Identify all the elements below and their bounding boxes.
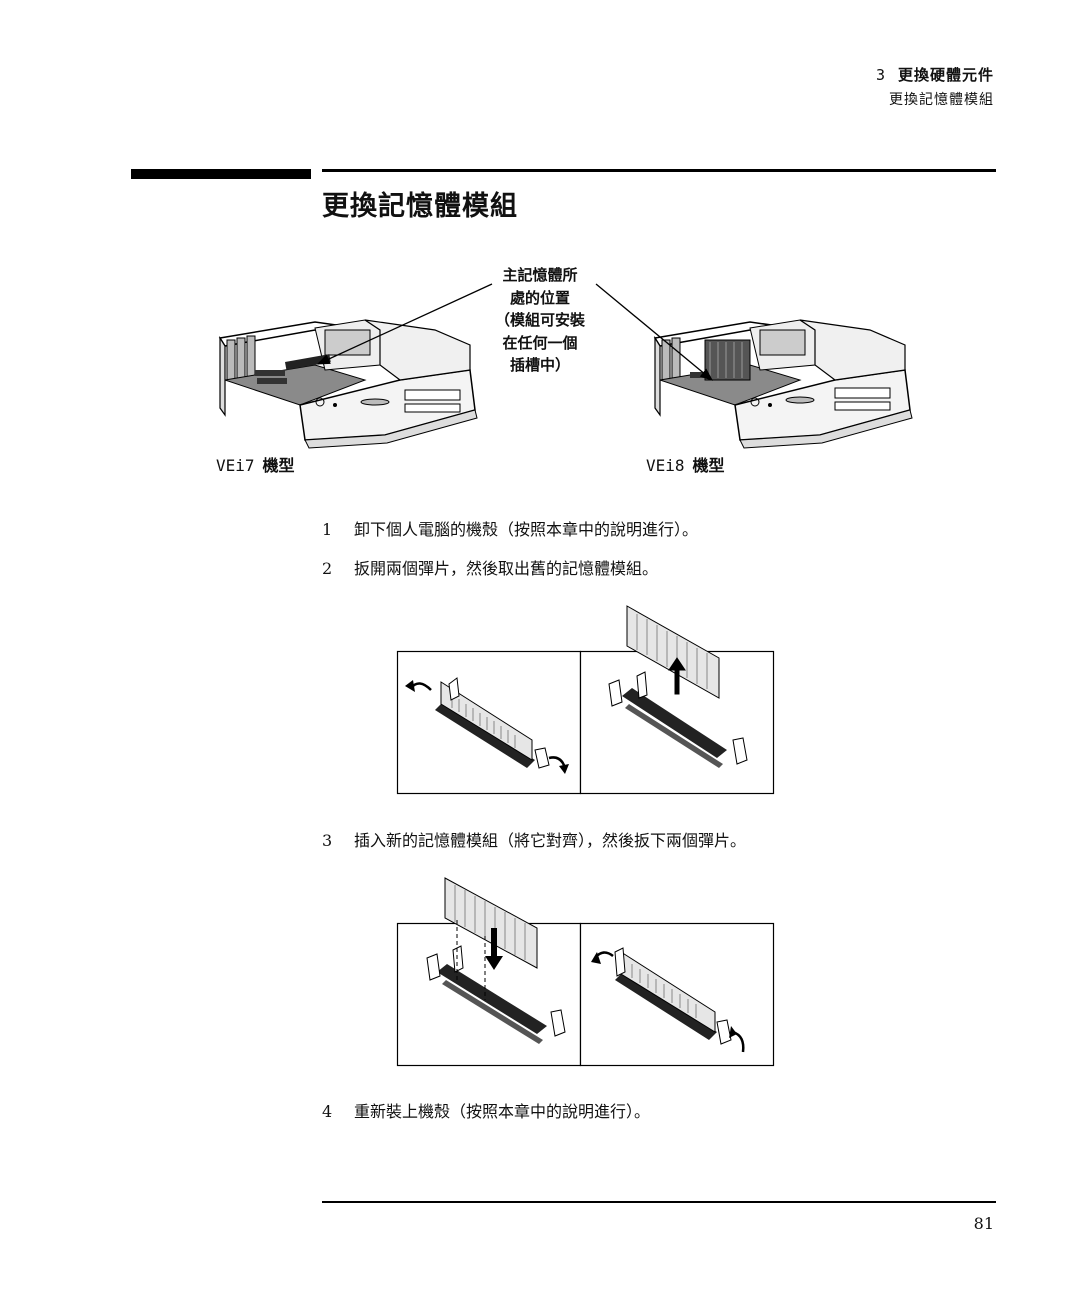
insert-module-illustration <box>396 877 775 1067</box>
step-text: 卸下個人電腦的機殼（按照本章中的說明進行）。 <box>354 520 699 539</box>
running-header-chapter: 3 更換硬體元件 <box>876 64 994 85</box>
page-title: 更換記憶體模組 <box>322 191 518 222</box>
callout-line: 在任何一個 <box>502 333 578 352</box>
step-number: 2 <box>322 559 333 578</box>
step-text: 重新裝上機殼（按照本章中的說明進行）。 <box>354 1102 651 1121</box>
title-rule-left <box>131 169 311 179</box>
chapter-title: 更換硬體元件 <box>897 66 994 84</box>
step-number: 4 <box>322 1102 333 1121</box>
step-text: 插入新的記憶體模組（將它對齊），然後扳下兩個彈片。 <box>354 831 747 850</box>
memory-location-callout: 主記憶體所 處的位置 （模組可安裝 在任何一個 插槽中） <box>470 264 610 377</box>
running-header-section: 更換記憶體模組 <box>889 92 994 108</box>
vei7-model-label: VEi7 機型 <box>216 452 295 476</box>
page-number: 81 <box>973 1214 994 1233</box>
vei7-model-code: VEi7 <box>216 456 255 475</box>
vei8-model-suffix: 機型 <box>692 456 725 475</box>
title-rule-top <box>322 169 996 172</box>
vei8-model-code: VEi8 <box>646 456 685 475</box>
callout-line: 主記憶體所 <box>502 266 578 284</box>
callout-line: 處的位置 <box>509 288 570 307</box>
vei7-model-suffix: 機型 <box>262 456 295 475</box>
remove-module-illustration <box>396 605 775 795</box>
step-number: 1 <box>322 520 333 539</box>
step-2: 2 扳開兩個彈片，然後取出舊的記憶體模組。 <box>322 555 658 579</box>
footer-rule <box>322 1201 996 1203</box>
step-text: 扳開兩個彈片，然後取出舊的記憶體模組。 <box>354 559 659 578</box>
callout-leader-lines <box>316 283 714 381</box>
callout-line: （模組可安裝 <box>494 311 585 329</box>
chapter-number: 3 <box>875 66 886 84</box>
step-1: 1 卸下個人電腦的機殼（按照本章中的說明進行）。 <box>322 516 698 540</box>
callout-line: 插槽中） <box>509 356 570 374</box>
step-number: 3 <box>322 831 333 850</box>
step-3: 3 插入新的記憶體模組（將它對齊），然後扳下兩個彈片。 <box>322 827 746 851</box>
vei8-computer-illustration <box>653 319 913 449</box>
step-4: 4 重新裝上機殼（按照本章中的說明進行）。 <box>322 1098 650 1122</box>
vei8-model-label: VEi8 機型 <box>646 452 725 476</box>
